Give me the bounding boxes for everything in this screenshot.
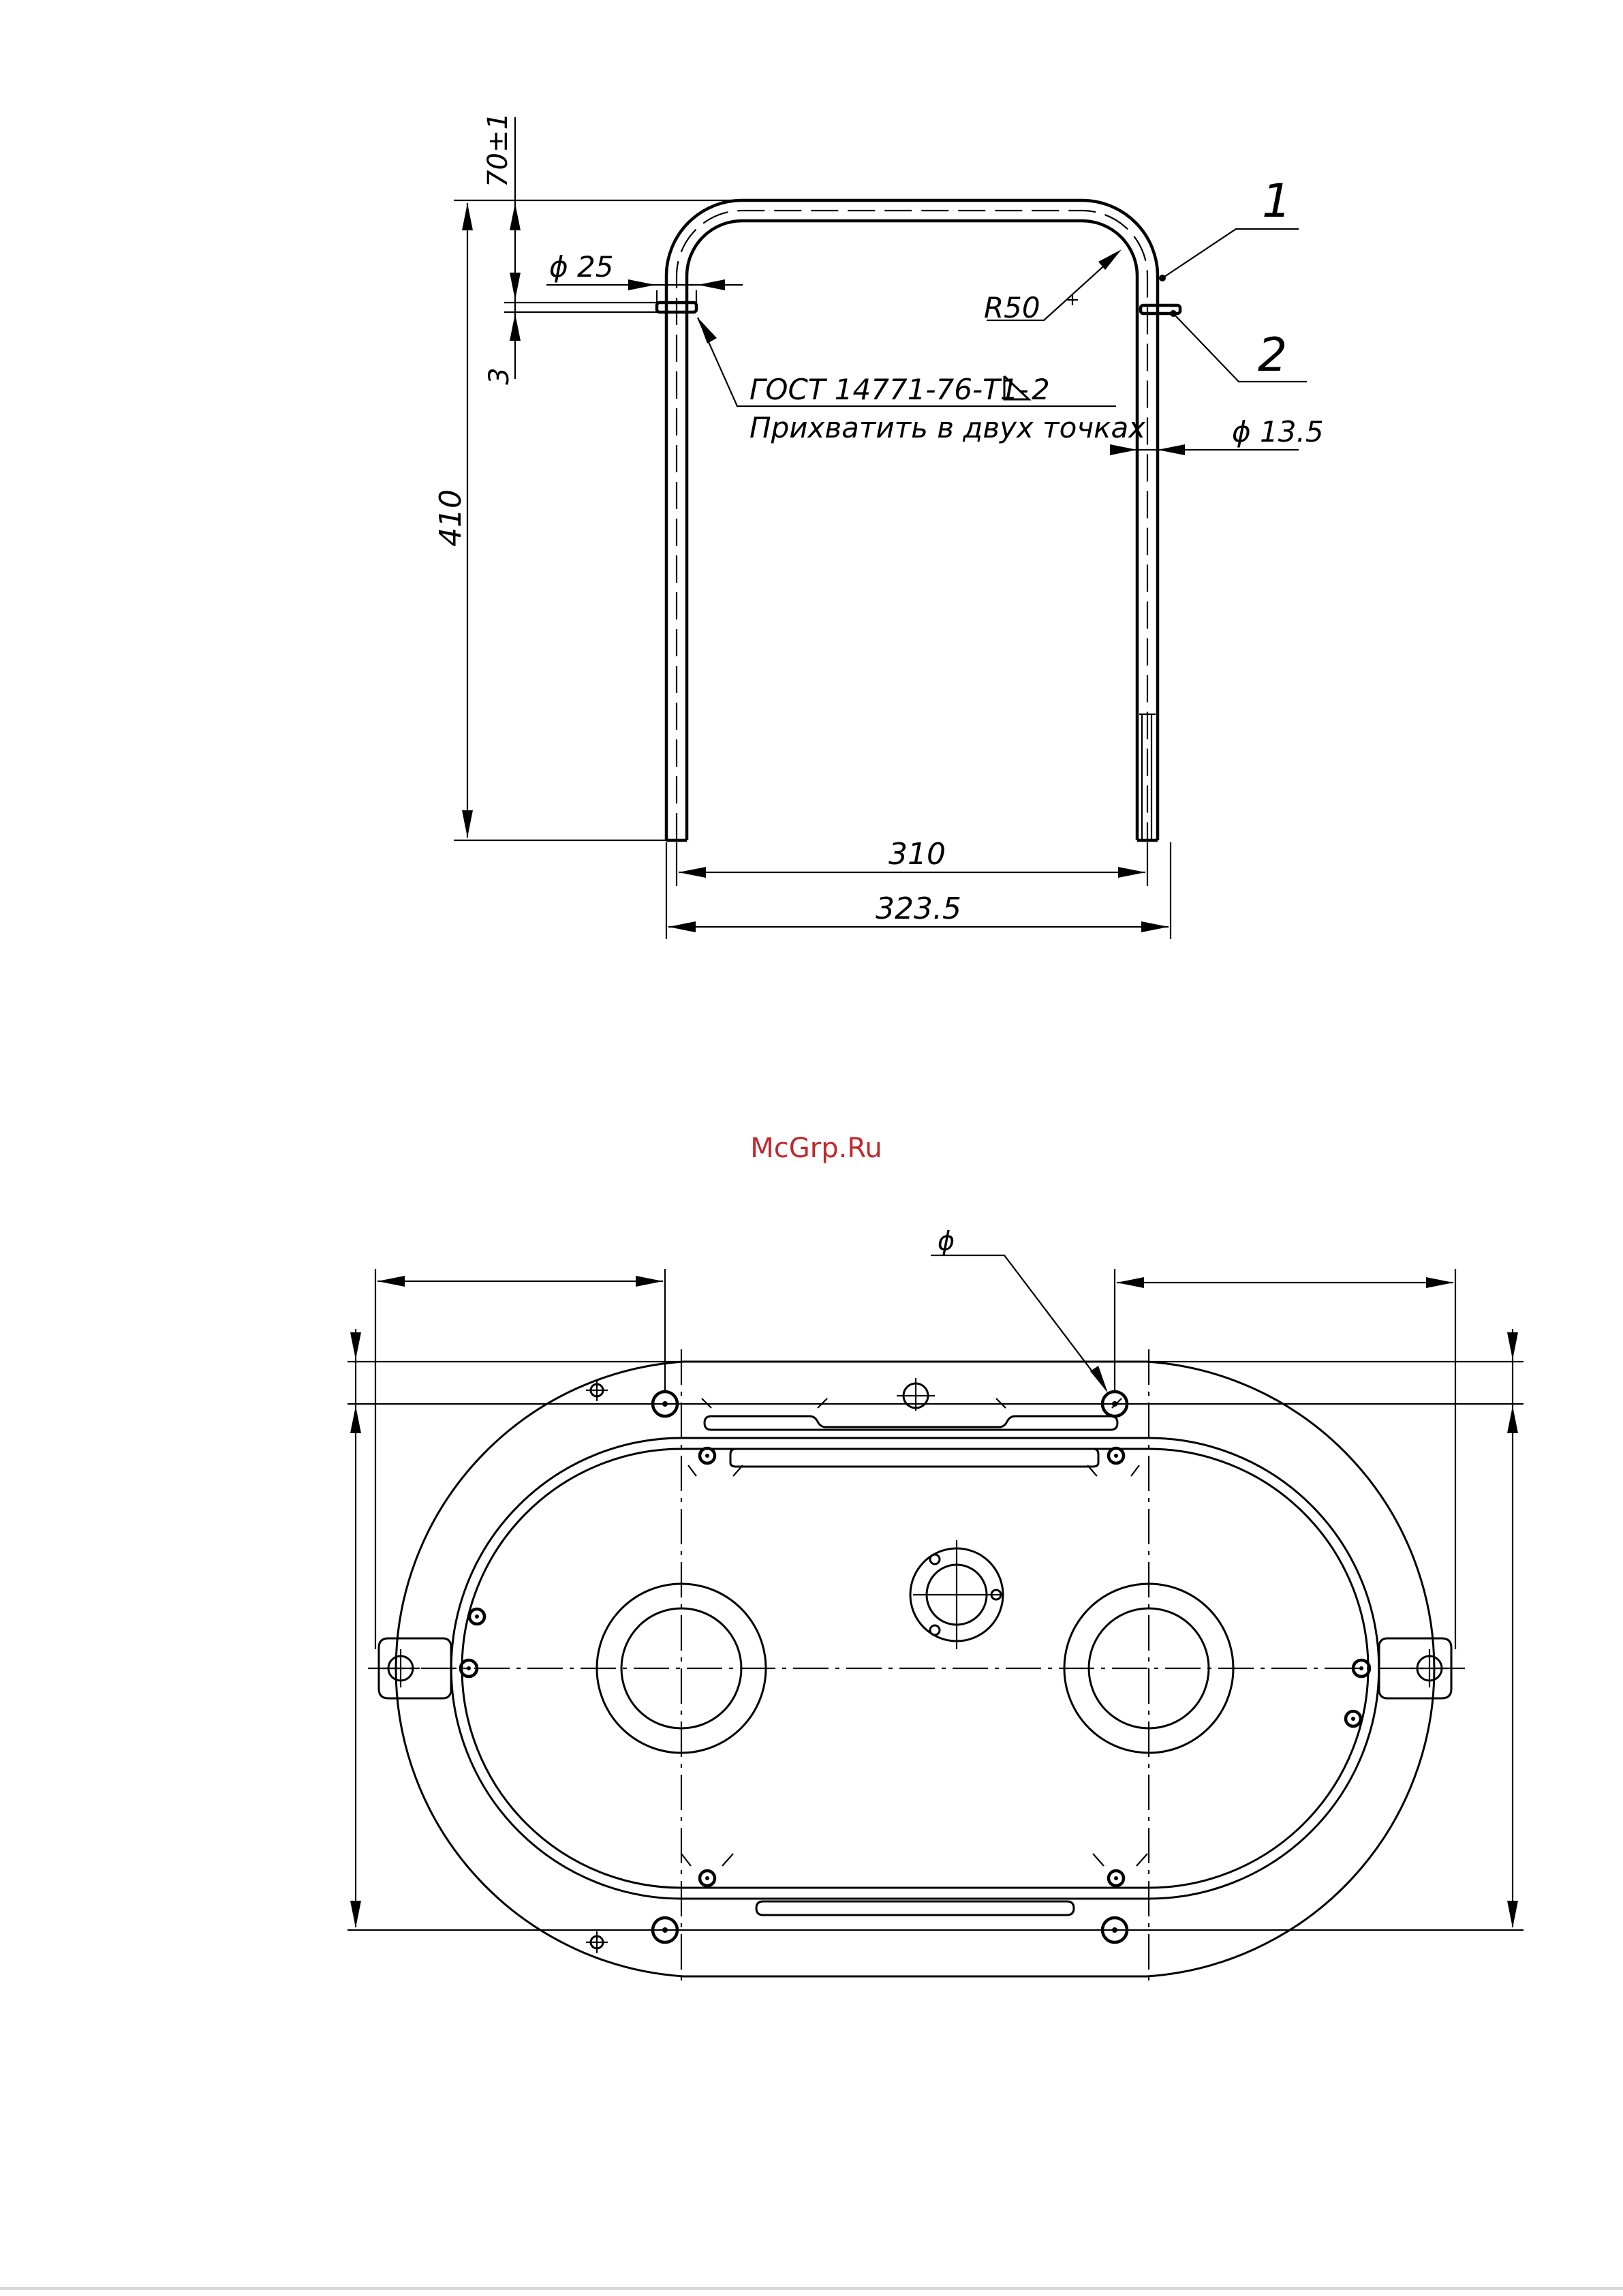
u-bolt-axis [677,211,1147,840]
weld-note-line1: ГОСТ 14771-76-Т1- [749,373,1029,406]
small-hole [1109,1871,1124,1886]
dim-bend-radius-label: R50 [984,291,1040,324]
dim-pad-diameter-label: ϕ 25 [549,250,614,284]
inner-top-slot [688,1449,1139,1476]
arrow [350,1332,361,1360]
arrow [350,1406,361,1433]
arrow [1090,1366,1108,1393]
dim-pad-thickness-label: 3 [484,367,515,384]
dim-inner-width-label: 310 [888,837,946,872]
arrow [1158,444,1185,455]
arrow [698,318,717,343]
arrow [1507,1406,1518,1433]
dim-top-gap-label: 70±1 [482,112,514,187]
arrow [679,867,706,878]
weld-leg-label: 2 [1032,373,1050,406]
arrow [668,921,696,932]
arrow [1507,1332,1518,1360]
dim-hole-diameter-label: ϕ [938,1226,955,1256]
arrow [377,1276,405,1287]
u-bolt-outline-inner [687,221,1137,840]
arrow [1110,444,1137,455]
small-hole [586,1931,608,1953]
small-hole [1109,1448,1124,1463]
small-hole [1346,1711,1361,1726]
u-bolt-outline-outer [666,200,1158,840]
arrow [1117,1277,1144,1288]
arrow [698,279,725,290]
dim-height-label: 410 [433,489,468,547]
page-bottom-border [0,2287,1623,2290]
small-hole [469,1609,484,1624]
arrow [462,203,473,230]
arrow [510,203,521,230]
dim-outer-width-label: 323.5 [876,891,961,926]
watermark: McGrp.Ru [750,1133,882,1164]
arrow [350,1901,361,1928]
arrow [462,810,473,838]
callout-dot [1170,310,1177,317]
callout-1-label: 1 [1262,174,1291,228]
arrow [510,273,521,300]
bottom-slot [681,1854,1147,1915]
arrow [1141,921,1169,932]
callout-2-label: 2 [1258,328,1287,382]
arrow [510,313,521,341]
arrow [1118,867,1145,878]
callout-1-leader [1162,229,1299,278]
small-hole [897,1378,935,1411]
small-hole [700,1448,715,1463]
plate-drawing: ϕ [347,1226,1524,1983]
arrow [628,279,655,290]
arrow [1507,1901,1518,1928]
arrow [1426,1277,1453,1288]
center-boss [910,1540,1003,1649]
u-bolt-drawing: 410 70±1 3 ϕ 25 ГОСТ 14771-76-Т1- 2 Прих… [433,112,1324,939]
small-hole [700,1871,715,1886]
callout-dot [1159,275,1166,281]
weld-note-line2: Прихватить в двух точках [749,411,1146,444]
hole-diameter-leader [931,1255,1107,1390]
dim-rod-diameter-label: ϕ 13.5 [1232,415,1324,448]
arrow [636,1276,663,1287]
